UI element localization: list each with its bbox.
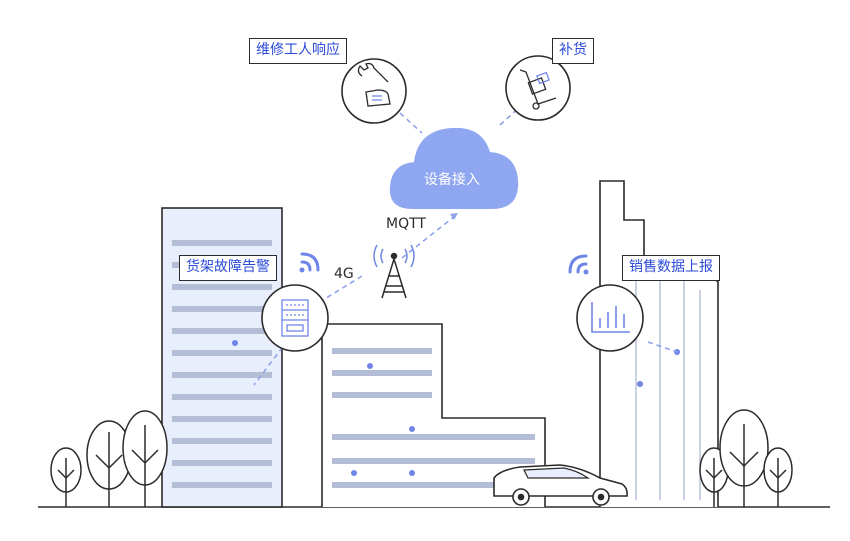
arrow-head (450, 213, 458, 220)
network-4g-label: 4G (334, 266, 354, 282)
wifi-signal-icon (299, 252, 320, 273)
bar-chart-icon (576, 284, 644, 352)
car-icon (493, 464, 628, 506)
tree-icon (719, 409, 769, 507)
sales-data-report-label: 销售数据上报 (622, 255, 720, 281)
middle-building (321, 323, 546, 507)
tree-icon (763, 447, 793, 507)
device-access-label: 设备接入 (424, 172, 480, 188)
signal-tower-icon (373, 244, 415, 299)
left-building (161, 207, 283, 508)
tree-icon (50, 447, 82, 507)
shelf-fault-alarm-label: 货架故障告警 (179, 255, 277, 281)
cloud-icon (389, 127, 519, 209)
restock-label: 补货 (552, 38, 594, 64)
repair-response-label: 维修工人响应 (249, 38, 347, 64)
vending-shelf-icon (261, 284, 329, 352)
mqtt-label: MQTT (386, 216, 426, 232)
wrench-hand-icon (341, 58, 407, 124)
hand-truck-icon (505, 55, 571, 121)
wifi-signal-icon (568, 254, 589, 275)
tree-icon (122, 410, 168, 507)
